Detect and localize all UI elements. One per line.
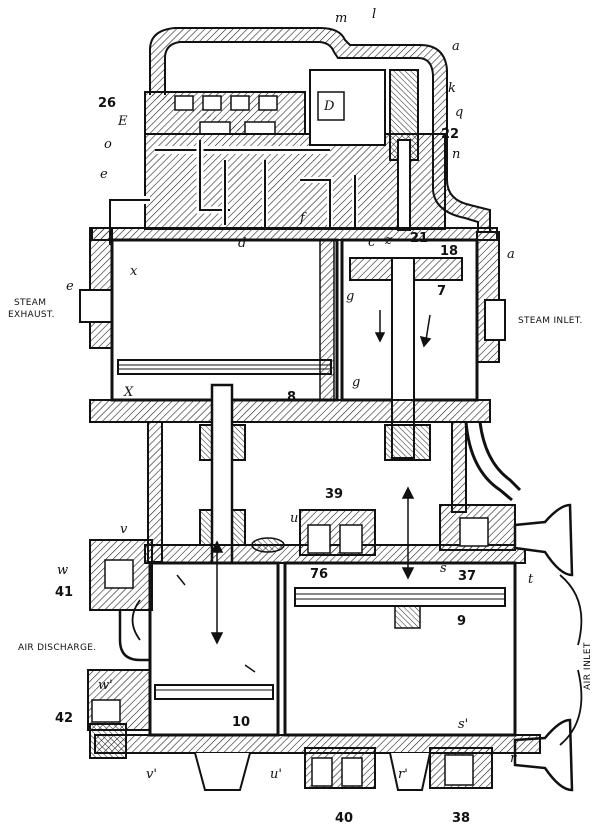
- label-g-upper: g: [346, 289, 354, 304]
- reversing-valve-rod: [397, 139, 411, 231]
- flow-arrows: [176, 310, 432, 673]
- bottom-valves: [194, 747, 493, 791]
- label-D: D: [323, 99, 335, 114]
- label-21: 21: [410, 231, 428, 246]
- label-o: o: [104, 137, 112, 152]
- label-f: f: [299, 211, 307, 226]
- steam-passages: [106, 140, 358, 245]
- steam-inlet-pipe: [476, 231, 500, 363]
- label-m: m: [335, 11, 347, 26]
- middle-flange: [89, 399, 491, 423]
- label-q: q: [455, 105, 463, 120]
- valve-42: [91, 699, 121, 723]
- label-76: 76: [310, 567, 328, 582]
- label-r: r: [510, 751, 517, 766]
- valve-76: [339, 524, 363, 554]
- label-u: u: [290, 511, 298, 526]
- label-w: w: [57, 563, 68, 578]
- piston-nut: [394, 605, 421, 629]
- caption-steam-exhaust-1: STEAM: [14, 298, 46, 308]
- label-s: s: [440, 561, 447, 576]
- label-E: E: [117, 114, 128, 129]
- caption-steam-inlet: STEAM INLET.: [518, 316, 583, 326]
- top-flange: [91, 227, 498, 241]
- air-piston-9: [294, 587, 506, 607]
- label-x: x: [130, 264, 138, 279]
- label-c: c: [368, 235, 376, 250]
- label-41: 41: [55, 585, 73, 600]
- label-X: X: [123, 385, 134, 400]
- exhaust-pipe: [89, 227, 113, 349]
- label-l: l: [372, 7, 376, 22]
- steam-cylinder: [110, 238, 339, 402]
- valve-37: [459, 517, 489, 547]
- label-42: 42: [55, 711, 73, 726]
- valve-40a: [311, 757, 333, 787]
- air-piston-10: [154, 684, 274, 700]
- label-u-prime: u': [270, 767, 282, 782]
- valve-40b: [341, 757, 363, 787]
- caption-air-inlet: AIR INLET: [583, 642, 593, 690]
- label-39: 39: [325, 487, 343, 502]
- label-22: 22: [441, 127, 459, 142]
- label-8: 8: [287, 390, 296, 405]
- label-7: 7: [437, 284, 446, 299]
- air-cylinder-left: [148, 561, 280, 737]
- right-stuffing-box: [384, 424, 431, 461]
- exhaust-port: [79, 289, 113, 323]
- label-t: t: [528, 572, 534, 587]
- air-valves-top: [251, 504, 516, 556]
- label-38: 38: [452, 811, 470, 826]
- label-18: 18: [440, 244, 458, 259]
- label-w-prime: w': [98, 678, 113, 693]
- label-a-right: a: [507, 247, 515, 262]
- discharge-valves-left: [87, 539, 153, 759]
- steam-piston-8: [117, 359, 332, 375]
- label-37: 37: [458, 569, 476, 584]
- valve-ports: [174, 95, 278, 135]
- valve-39a: [307, 524, 331, 554]
- air-cylinder-right: [283, 561, 517, 737]
- label-v: v: [120, 522, 128, 537]
- label-k: k: [448, 81, 456, 96]
- valve-38: [444, 754, 474, 786]
- air-inlet-horns: [513, 503, 574, 792]
- label-d: d: [238, 236, 246, 251]
- label-a-top: a: [452, 39, 460, 54]
- label-z: z: [384, 233, 392, 248]
- chamber-D: [317, 91, 345, 121]
- steam-inlet-port: [484, 299, 506, 341]
- label-r-prime: r': [398, 767, 408, 782]
- label-10: 10: [232, 715, 250, 730]
- curved-arrows: [131, 574, 583, 746]
- labels: m l a k q n 26 22 E D o e d f c z 21 18 …: [8, 7, 593, 826]
- label-n: n: [452, 147, 460, 162]
- label-40: 40: [335, 811, 353, 826]
- label-v-prime: v': [146, 767, 157, 782]
- label-e-left: e: [66, 279, 74, 294]
- caption-air-discharge: AIR DISCHARGE.: [18, 643, 96, 653]
- label-26: 26: [98, 96, 116, 111]
- label-s-prime: s': [458, 717, 468, 732]
- label-9: 9: [457, 614, 466, 629]
- caption-steam-exhaust-2: EXHAUST.: [8, 310, 55, 320]
- valve-41: [104, 559, 134, 589]
- label-g-lower: g: [352, 375, 360, 390]
- label-e-upper: e: [100, 167, 108, 182]
- passage-u: [251, 537, 285, 553]
- passage-g: [319, 239, 335, 401]
